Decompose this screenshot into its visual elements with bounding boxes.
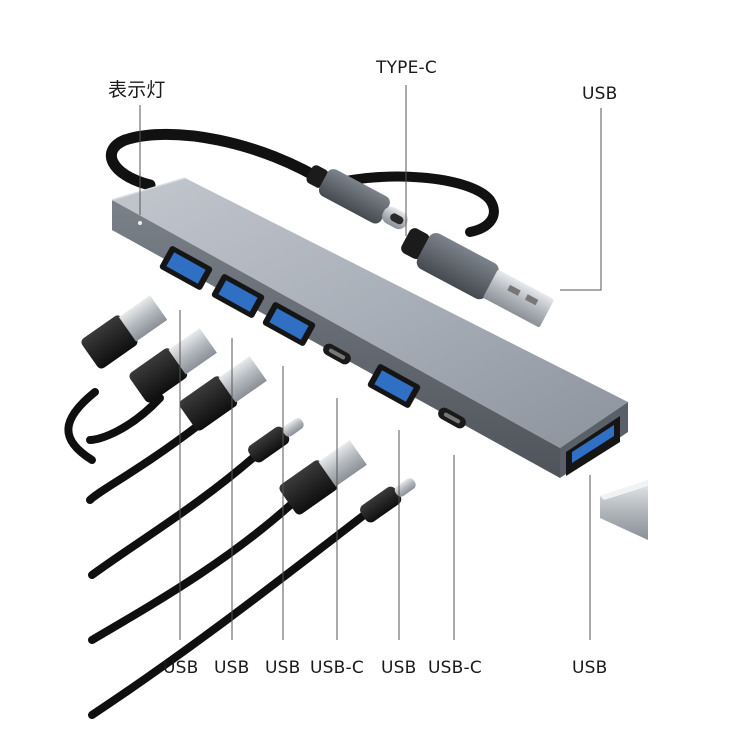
usb-c-port-2-icon	[438, 407, 466, 429]
usb-a-port-2-icon	[211, 274, 265, 318]
port-label-usb-2: USB	[214, 658, 250, 678]
usb-host-label: USB	[582, 84, 618, 104]
peripheral-cables	[64, 388, 372, 719]
port-label-usb-3: USB	[265, 658, 301, 678]
usb-a-host-plug	[401, 228, 554, 327]
port-label-usb-4: USB	[381, 658, 417, 678]
usb-a-port-4-icon	[367, 364, 421, 408]
port-label-usbc-2: USB-C	[428, 658, 482, 678]
peripheral-plug-1	[81, 295, 168, 369]
indicator-light-label: 表示灯	[108, 79, 166, 101]
peripheral-plug-usbc-2	[360, 478, 416, 523]
usb-a-port-3-icon	[262, 302, 316, 346]
partial-usb-plug-right	[600, 480, 648, 540]
leader-lines	[139, 85, 602, 640]
indicator-light-icon	[138, 221, 142, 225]
peripheral-plug-usbc-1	[248, 418, 304, 463]
port-label-usbc-1: USB-C	[310, 658, 364, 678]
type-c-label: TYPE-C	[376, 58, 437, 78]
hub-ports	[138, 221, 620, 476]
peripheral-plug-2	[129, 328, 217, 403]
type-c-host-plug	[306, 165, 408, 230]
usb-a-port-1-icon	[159, 246, 213, 290]
port-label-usb-1: USB	[163, 658, 199, 678]
usb-c-port-1-icon	[323, 343, 351, 365]
port-label-usb-end: USB	[572, 658, 608, 678]
usb-a-port-end-icon	[566, 416, 620, 476]
peripheral-plug-4	[279, 440, 367, 515]
peripheral-plug-3	[179, 356, 267, 431]
